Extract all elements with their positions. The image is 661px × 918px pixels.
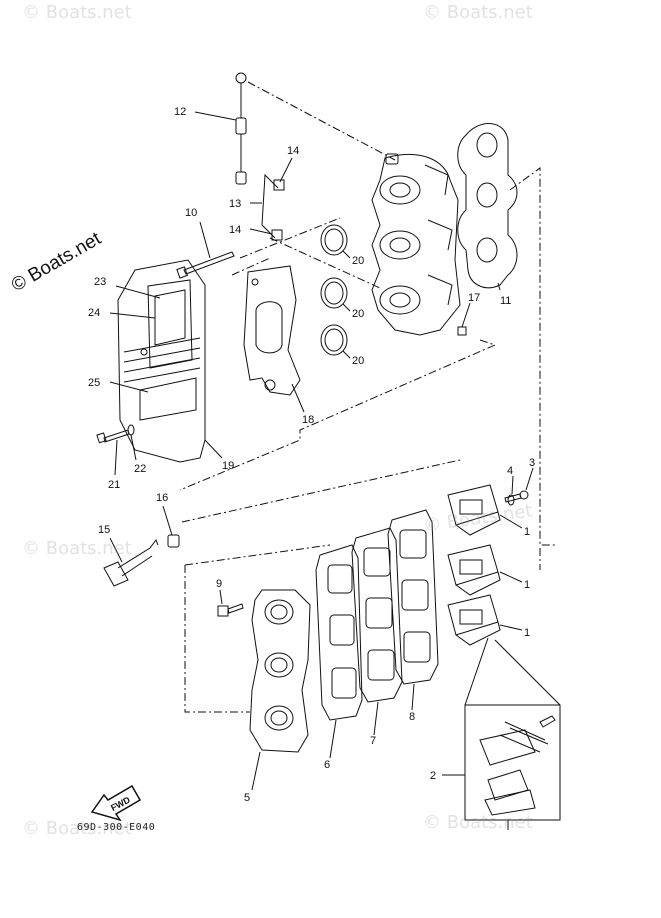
- assembly-outline: [179, 81, 555, 713]
- label-19: 19: [222, 460, 234, 472]
- label-15: 15: [98, 524, 110, 536]
- part-13-bracket: [249, 157, 293, 241]
- part-9-bolt: [217, 589, 244, 617]
- fwd-arrow: [90, 784, 142, 822]
- label-25: 25: [88, 377, 100, 389]
- label-5: 5: [244, 792, 250, 804]
- callout-lines-23-24-25: [109, 285, 161, 393]
- label-10: 10: [185, 207, 197, 219]
- part-1-reed-valves: [447, 467, 534, 646]
- label-14a: 14: [287, 145, 299, 157]
- part-20-orings: [320, 224, 351, 359]
- part-10-bolt: [176, 221, 235, 279]
- label-13: 13: [229, 198, 241, 210]
- label-17: 17: [468, 292, 480, 304]
- part-15-16-fitting: [103, 505, 180, 587]
- label-1b: 1: [524, 579, 530, 591]
- part-19-silencer-cover: [117, 259, 223, 463]
- label-3: 3: [529, 457, 535, 469]
- part-2-detail: [442, 637, 561, 830]
- part-21-22-screw: [96, 424, 137, 476]
- part-11-carburetor: [371, 123, 518, 336]
- part-8-gasket: [387, 509, 439, 711]
- label-6: 6: [324, 759, 330, 771]
- label-20b: 20: [352, 308, 364, 320]
- label-1a: 1: [524, 526, 530, 538]
- label-23: 23: [94, 276, 106, 288]
- diagram-code: 69D-300-E040: [77, 822, 156, 833]
- part-labels: 1 1 1 2 3 4 5 6 7 8 9 10 11 12 13 14 14 …: [88, 106, 535, 813]
- label-2: 2: [430, 770, 436, 782]
- label-22: 22: [134, 463, 146, 475]
- label-4: 4: [507, 465, 513, 477]
- part-7-gasket: [351, 527, 403, 736]
- label-7: 7: [370, 735, 376, 747]
- label-14b: 14: [229, 224, 241, 236]
- part-18-gasket: [243, 265, 305, 413]
- label-11: 11: [500, 295, 511, 307]
- label-1c: 1: [524, 627, 530, 639]
- part-12-hose: [194, 72, 247, 185]
- label-21: 21: [108, 479, 120, 491]
- label-18: 18: [302, 414, 314, 426]
- label-8: 8: [409, 711, 415, 723]
- label-20a: 20: [352, 255, 364, 267]
- part-6-gasket: [315, 544, 363, 759]
- label-16: 16: [156, 492, 168, 504]
- label-24: 24: [88, 307, 100, 319]
- part-5-manifold: [249, 589, 311, 791]
- label-12: 12: [174, 106, 186, 118]
- label-20c: 20: [352, 355, 364, 367]
- label-9: 9: [216, 578, 222, 590]
